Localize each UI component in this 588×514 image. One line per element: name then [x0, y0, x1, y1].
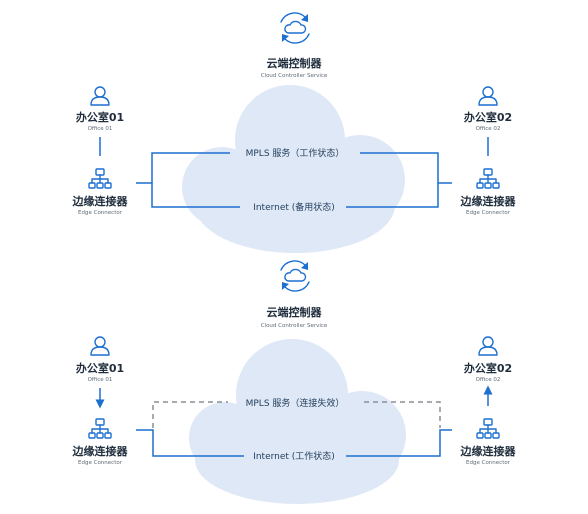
office-left-title: 办公室01: [76, 110, 124, 124]
office-right-subtitle: Office 02: [476, 377, 501, 383]
network-icon: [476, 168, 500, 189]
office-right-title: 办公室02: [464, 110, 512, 124]
wan-cloud: [182, 85, 405, 253]
network-icon: [88, 168, 112, 189]
scenario-failover: 云端控制器 Cloud Controller Service 办公室01 Off…: [72, 260, 517, 504]
user-icon: [478, 336, 498, 356]
user-icon: [90, 336, 110, 356]
scenario-normal: 云端控制器 Cloud Controller Service 办公室01 Off…: [72, 12, 517, 253]
user-icon: [478, 86, 498, 106]
office-right-subtitle: Office 02: [476, 126, 501, 132]
connector-right-subtitle: Edge Connector: [466, 460, 511, 466]
mpls-link-failed: [152, 401, 441, 428]
connector-left-title: 边缘连接器: [72, 194, 129, 208]
controller-title: 云端控制器: [267, 305, 323, 319]
mpls-label: MPLS 服务（工作状态）: [246, 147, 345, 159]
mpls-label: MPLS 服务（连接失效）: [246, 397, 345, 409]
mpls-link: [136, 152, 452, 184]
connector-right-subtitle: Edge Connector: [466, 210, 511, 216]
office-left-subtitle: Office 01: [88, 126, 113, 132]
connector-left-subtitle: Edge Connector: [78, 460, 123, 466]
wan-cloud: [189, 339, 406, 504]
network-icon: [88, 418, 112, 439]
internet-label: Internet (工作状态): [253, 450, 335, 462]
connector-left-subtitle: Edge Connector: [78, 210, 123, 216]
network-icon: [476, 418, 500, 439]
cloud-sync-icon: [280, 260, 310, 292]
controller-subtitle: Cloud Controller Service: [261, 73, 328, 79]
internet-label: Internet (备用状态): [253, 201, 335, 213]
internet-link: [151, 183, 439, 208]
controller-subtitle: Cloud Controller Service: [261, 323, 328, 329]
connector-right-title: 边缘连接器: [460, 444, 517, 458]
connector-right-title: 边缘连接器: [460, 194, 517, 208]
cloud-sync-icon: [280, 12, 310, 44]
office-right-title: 办公室02: [464, 361, 512, 375]
connector-left-title: 边缘连接器: [72, 444, 129, 458]
internet-link: [136, 429, 452, 457]
office-left-title: 办公室01: [76, 361, 124, 375]
controller-title: 云端控制器: [267, 56, 323, 70]
user-icon: [90, 86, 110, 106]
office-left-subtitle: Office 01: [88, 377, 113, 383]
